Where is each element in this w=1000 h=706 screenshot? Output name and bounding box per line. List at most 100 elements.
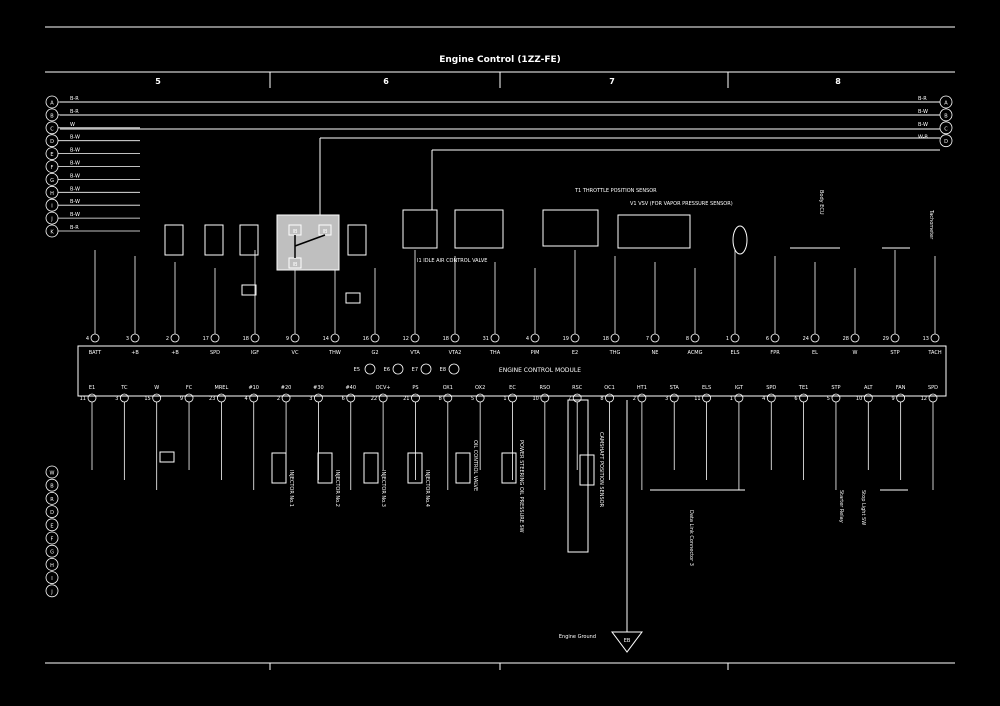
bus-label: Body ECU [818, 190, 824, 215]
top-pin-number: 9 [286, 336, 289, 342]
throttle-position-sensor [454, 209, 504, 249]
bottom-pin-number: 12 [921, 396, 927, 402]
bottom-left-connector-f [45, 531, 59, 545]
injector-blocks [159, 451, 595, 486]
bottom-pin [637, 393, 647, 403]
top-pin-number: 1 [726, 336, 729, 342]
bottom-left-connector-j [45, 584, 59, 598]
injector-3-label: INJECTOR No.3 [380, 470, 386, 507]
top-pin-name: VTA [410, 350, 420, 356]
right-connector-label: D [944, 139, 948, 145]
top-pin [530, 333, 540, 343]
bottom-pin-name: ELS [702, 385, 711, 391]
bottom-pin-name: #30 [313, 385, 324, 391]
top-pin [490, 333, 500, 343]
left-connector-label: G [50, 178, 54, 184]
top-pin-name: SPD [210, 350, 220, 356]
top-pin [90, 333, 100, 343]
top-pin [770, 333, 780, 343]
relay-label-1: IB [293, 229, 298, 235]
top-pin-name: THG [609, 350, 621, 356]
bottom-pin-name: RSC [572, 385, 583, 391]
ecm-connector-e6: E6 [384, 367, 390, 373]
left-wire-color: B-W [70, 212, 80, 218]
top-pin-number: 16 [363, 336, 369, 342]
oil-control-label: OIL CONTROL VALVE [472, 440, 478, 491]
injector-2-label: INJECTOR No.2 [334, 470, 340, 507]
relay-label-3: IB [293, 262, 298, 268]
top-pin-name: ELS [730, 350, 739, 356]
left-connector-label: C [50, 126, 54, 132]
ecm-connector-e5: E5 [354, 367, 360, 373]
column-label-6: 6 [383, 77, 389, 86]
top-pin-name: VTA2 [449, 350, 462, 356]
left-wire-color: B-W [70, 199, 80, 205]
top-pin-name: ACMG [687, 350, 702, 356]
bottom-pin-name: SPD [928, 385, 938, 391]
left-connector-label: F [51, 165, 54, 171]
ecm-label: ENGINE CONTROL MODULE [499, 367, 581, 374]
left-connector-label: A [50, 101, 54, 107]
top-pin-name: TACH [927, 350, 941, 356]
top-pin [450, 333, 460, 343]
injector-4-label: INJECTOR No.4 [424, 470, 430, 507]
left-connector-label: H [50, 191, 54, 197]
vapor-pressure-sensor [617, 214, 691, 249]
bottom-pin [216, 393, 226, 403]
camshaft-label: CAMSHAFT POSITION SENSOR [598, 432, 604, 508]
bottom-pin [87, 393, 97, 403]
top-pin [410, 333, 420, 343]
bottom-pin [766, 393, 776, 403]
top-pin-number: 12 [403, 336, 409, 342]
top-pin-name: E2 [572, 350, 578, 356]
top-pin [570, 333, 580, 343]
top-pin-name: THW [328, 350, 341, 356]
bottom-pin-name: RSO [540, 385, 551, 391]
left-connector-label: B [50, 113, 54, 119]
right-connector-d [939, 134, 953, 148]
bottom-left-connector-label: J [50, 589, 52, 595]
injector-1-label: INJECTOR No.1 [288, 470, 294, 507]
bottom-pin [831, 393, 841, 403]
top-pin [730, 333, 740, 343]
left-wire-color: B-W [70, 148, 80, 154]
bottom-pin-number: 8 [600, 396, 603, 402]
vapor-label: V1 VSV (FOR VAPOR PRESSURE SENSOR) [630, 201, 733, 207]
top-pin-name: +B [131, 350, 139, 356]
bottom-left-connector-g [45, 544, 59, 558]
top-pin-name: +B [171, 350, 179, 356]
bottom-pin-name: #40 [345, 385, 356, 391]
bottom-pin [249, 393, 259, 403]
top-pin-number: 18 [243, 336, 249, 342]
top-pin-name: IGF [251, 350, 259, 356]
top-pin-name: G2 [371, 350, 378, 356]
top-pin-number: 18 [443, 336, 449, 342]
top-pin [130, 333, 140, 343]
bottom-left-connector-b [45, 478, 59, 492]
bottom-pin [475, 393, 485, 403]
bottom-pin [152, 393, 162, 403]
bottom-pin-name: HT1 [637, 385, 647, 391]
top-pin-name: NE [652, 350, 659, 356]
top-pin [170, 333, 180, 343]
bottom-pin-name: TC [120, 385, 128, 391]
bottom-pin-number: 8 [439, 396, 442, 402]
top-pin [930, 333, 940, 343]
top-pin-name: STP [890, 350, 899, 356]
top-pin-name: EL [812, 350, 818, 356]
bottom-left-connector-label: B [50, 484, 54, 490]
bottom-pin [346, 393, 356, 403]
bottom-pin [799, 393, 809, 403]
top-pin-name: VC [292, 350, 299, 356]
vapor-vsv [542, 209, 599, 247]
bottom-pin-number: 3 [115, 396, 118, 402]
top-pin-number: 31 [483, 336, 489, 342]
ground-icon [611, 631, 643, 653]
top-pin-number: 17 [203, 336, 209, 342]
data-link-label: Data Link Connector 3 [688, 510, 694, 566]
column-label-5: 5 [155, 77, 161, 86]
bottom-pin-name: W [154, 385, 159, 391]
top-pin-name: W [853, 350, 858, 356]
bottom-left-connector-d [45, 505, 59, 519]
bottom-pin-number: 5 [471, 396, 474, 402]
